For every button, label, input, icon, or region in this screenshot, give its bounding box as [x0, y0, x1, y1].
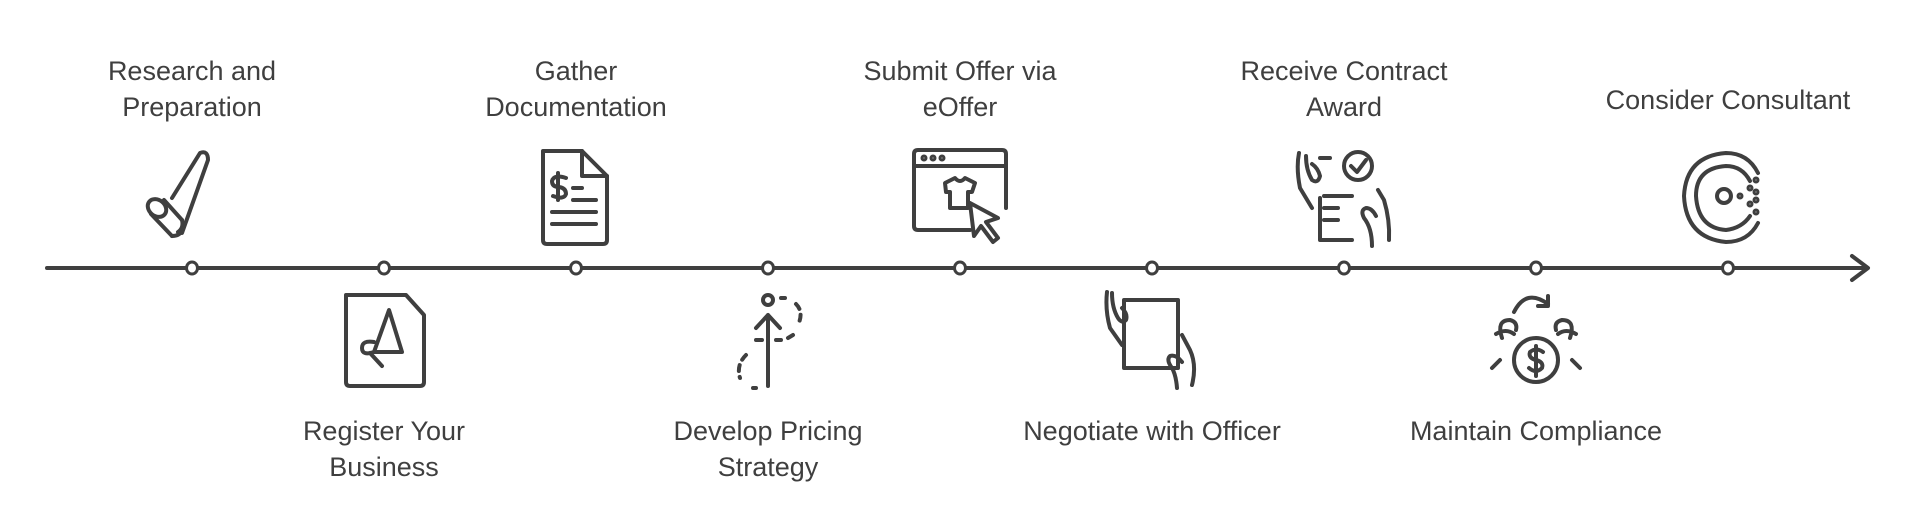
timeline-node: [185, 260, 199, 276]
telescope-icon: [142, 148, 242, 248]
step-label-submit: Submit Offer via eOffer: [863, 56, 1057, 122]
step-label-consultant: Consider Consultant: [1605, 85, 1851, 115]
step-label-receive: Receive Contract Award: [1240, 56, 1448, 122]
step-label-register: Register Your Business: [302, 416, 466, 482]
invoice-document-icon: [526, 148, 626, 248]
step-label-research: Research and Preparation: [107, 56, 277, 122]
strategy-arrow-icon: [718, 290, 818, 390]
money-cycle-icon: [1486, 290, 1586, 390]
timeline-node: [1721, 260, 1735, 276]
timeline-node: [1529, 260, 1543, 276]
timeline-node: [569, 260, 583, 276]
step-label-pricing: Develop Pricing Strategy: [673, 416, 863, 482]
online-shop-cursor-icon: [910, 148, 1010, 248]
step-label-compliance: Maintain Compliance: [1409, 416, 1663, 446]
consultant-c-icon: [1678, 148, 1778, 248]
step-label-gather: Gather Documentation: [485, 56, 667, 122]
timeline-node: [953, 260, 967, 276]
timeline-node: [761, 260, 775, 276]
timeline-node: [377, 260, 391, 276]
contract-check-icon: [1294, 148, 1394, 248]
timeline-arrowhead: [1850, 254, 1870, 282]
timeline-node: [1145, 260, 1159, 276]
megaphone-document-icon: [334, 290, 434, 390]
step-label-negotiate: Negotiate with Officer: [1023, 416, 1281, 446]
hands-tablet-icon: [1102, 290, 1202, 390]
timeline-node: [1337, 260, 1351, 276]
